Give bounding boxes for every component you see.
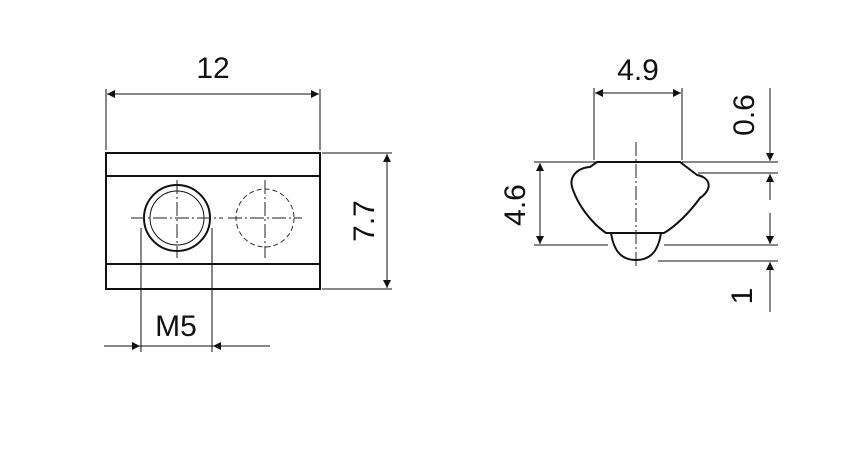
dim-height-label: 7.7 bbox=[348, 200, 381, 242]
front-view: 12 7.7 M5 bbox=[104, 52, 392, 352]
dim-thread-label: M5 bbox=[155, 310, 197, 343]
profile-outline bbox=[570, 161, 710, 234]
dim-width-label: 12 bbox=[196, 52, 229, 85]
dim-top-width-label: 4.9 bbox=[617, 54, 659, 87]
dim-ball-label: 1 bbox=[726, 288, 759, 305]
dim-lip-label: 0.6 bbox=[728, 94, 761, 136]
dim-profile-height-label: 4.6 bbox=[499, 184, 532, 226]
nut-body-outline bbox=[105, 152, 321, 290]
side-view: 4.9 4.6 0.6 1 bbox=[499, 54, 778, 312]
